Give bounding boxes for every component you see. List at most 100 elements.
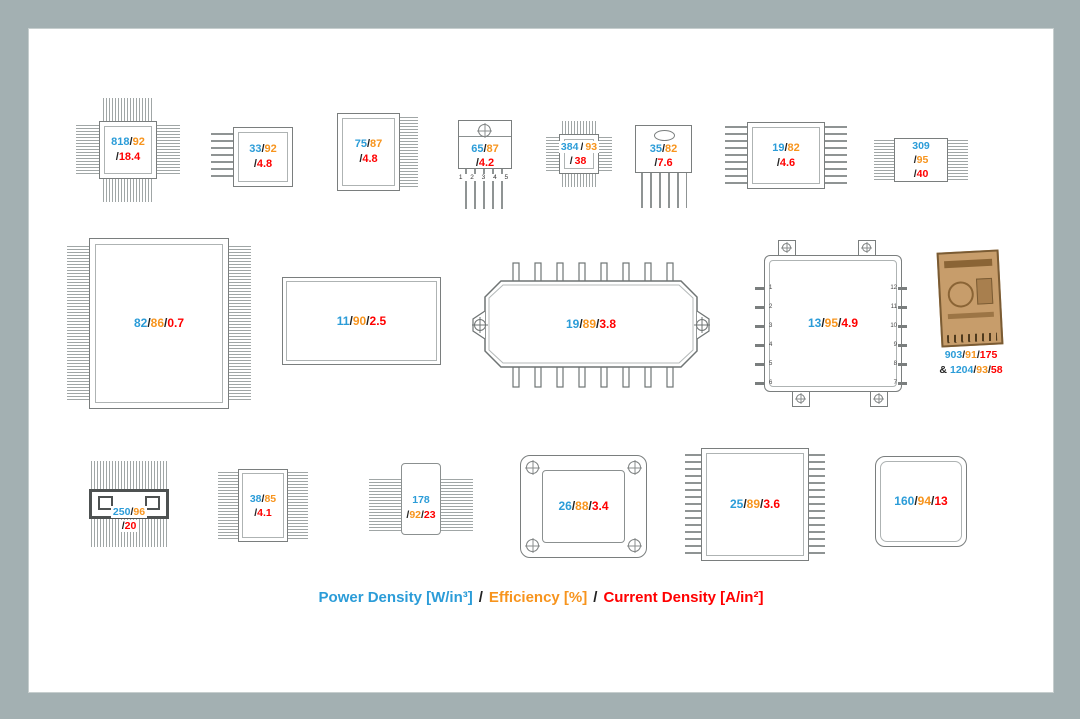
- component-sip-right-leads: 75/87 /4.8: [337, 113, 418, 191]
- separator: /: [579, 316, 583, 331]
- pcb-pins: [946, 332, 998, 344]
- mounting-tab: [792, 391, 810, 407]
- package-body: [282, 277, 441, 365]
- component-values: 33/92 /4.8: [233, 127, 293, 187]
- current-density-value: 40: [916, 168, 929, 180]
- separator: /: [147, 316, 151, 330]
- component-qfn-small: 384/93 /38: [540, 115, 618, 193]
- leads-right: [229, 246, 251, 401]
- leads-top: [103, 98, 153, 121]
- leads-top: [562, 121, 596, 135]
- package-inner-outline: [564, 139, 594, 169]
- package-inner-outline: [95, 244, 223, 403]
- value-line: 384/93: [558, 140, 600, 154]
- component-heatsink-block: 250/96 /20: [87, 461, 171, 551]
- component-values: 818/92 /18.4: [76, 98, 180, 202]
- component-values: 65/87 /4.2: [458, 142, 512, 170]
- current-density-value-2: 58: [990, 364, 1003, 376]
- package-body: [99, 121, 157, 179]
- value-line: 250/96: [110, 505, 148, 519]
- component-values: 13/95/4.9: [764, 255, 902, 392]
- value-group: /20: [119, 520, 139, 532]
- package-body: [401, 463, 441, 535]
- separator: /: [588, 499, 592, 513]
- power-density-value: 35: [649, 143, 662, 155]
- value-line: 75/87: [355, 137, 383, 152]
- package-inner-outline: [104, 126, 152, 174]
- leads-right: [809, 454, 825, 555]
- current-density-value: 38: [572, 155, 589, 167]
- channel-hole: [98, 496, 113, 510]
- value-line: 903/91/175: [909, 348, 1033, 363]
- value-line: 309: [912, 139, 930, 153]
- separator: /: [931, 494, 935, 508]
- component-qfp-small: 818/92 /18.4: [76, 98, 180, 202]
- current-density-value: 7.6: [657, 157, 673, 169]
- value-line: /7.6: [635, 156, 692, 170]
- ampersand: &: [939, 364, 947, 376]
- separator: /: [596, 316, 600, 331]
- value-group: /92/23: [404, 509, 438, 521]
- component-values: 19/82 /4.6: [747, 122, 825, 189]
- separator: /: [254, 506, 258, 519]
- efficiency-value: 89: [746, 497, 761, 511]
- mounting-hole-icon: [782, 243, 791, 252]
- separator: /: [115, 151, 119, 163]
- power-density-value: 25: [729, 497, 744, 511]
- leads-left: [874, 140, 894, 180]
- mounting-hole-icon: [874, 394, 883, 403]
- separator: /: [593, 589, 598, 606]
- power-density-value: 33: [249, 143, 262, 155]
- leads-right: [400, 117, 418, 187]
- component-pcb-module: [936, 249, 1004, 348]
- leads-right: [157, 125, 180, 175]
- separator: /: [821, 316, 825, 330]
- efficiency-value: 92: [132, 136, 145, 148]
- separator: /: [349, 313, 353, 328]
- component-values: 19/89/3.8: [469, 281, 713, 367]
- package-inner-outline: [242, 473, 284, 538]
- component-qfp-large: 82/86/0.7: [67, 238, 251, 409]
- separator: /: [478, 589, 483, 606]
- mounting-tab: [858, 240, 876, 256]
- package-body: [238, 469, 288, 542]
- package-inner-outline: [286, 281, 437, 361]
- fins-top: [91, 461, 167, 489]
- screw-hole-icon: [628, 461, 641, 474]
- separator: /: [784, 141, 788, 154]
- value-line: 35/82: [635, 142, 692, 156]
- current-density-value: 3.4: [591, 499, 609, 513]
- channel-hole: [145, 496, 160, 510]
- package-inner-outline: [706, 453, 804, 556]
- efficiency-value: 90: [352, 313, 367, 328]
- efficiency-value: 96: [133, 506, 146, 518]
- separator: /: [987, 364, 991, 376]
- power-density-value: 11: [336, 313, 350, 328]
- component-to220: 1 2 3 4 5 65/87 /4.2: [458, 120, 512, 232]
- power-density-value: 38: [249, 492, 262, 505]
- separator: /: [914, 494, 918, 508]
- pins-right: [898, 287, 907, 393]
- value-line: /92/23: [369, 508, 473, 523]
- leads-left: [685, 454, 701, 555]
- power-density-value: 19: [772, 141, 785, 154]
- power-density-value: 384: [558, 141, 581, 153]
- package-inner-outline: [342, 118, 395, 186]
- package-body: [747, 122, 825, 189]
- leads-left: [76, 125, 99, 175]
- current-density-value: 4.9: [841, 316, 859, 330]
- fins-left: [369, 479, 403, 533]
- separator: /: [569, 155, 573, 167]
- mounting-slot-icon: [654, 130, 675, 141]
- component-power-module-octagon: 19/89/3.8: [469, 259, 713, 391]
- separator: /: [121, 520, 125, 532]
- value-line: /4.8: [359, 152, 377, 167]
- efficiency-value: 92: [409, 509, 421, 521]
- efficiency-value: 92: [264, 143, 277, 155]
- separator: /: [661, 143, 666, 155]
- legend-efficiency: Efficiency [%]: [488, 589, 588, 606]
- efficiency-value: 82: [665, 143, 678, 155]
- value-line: &1204/93/58: [909, 363, 1033, 378]
- value-line: /4.2: [458, 156, 512, 170]
